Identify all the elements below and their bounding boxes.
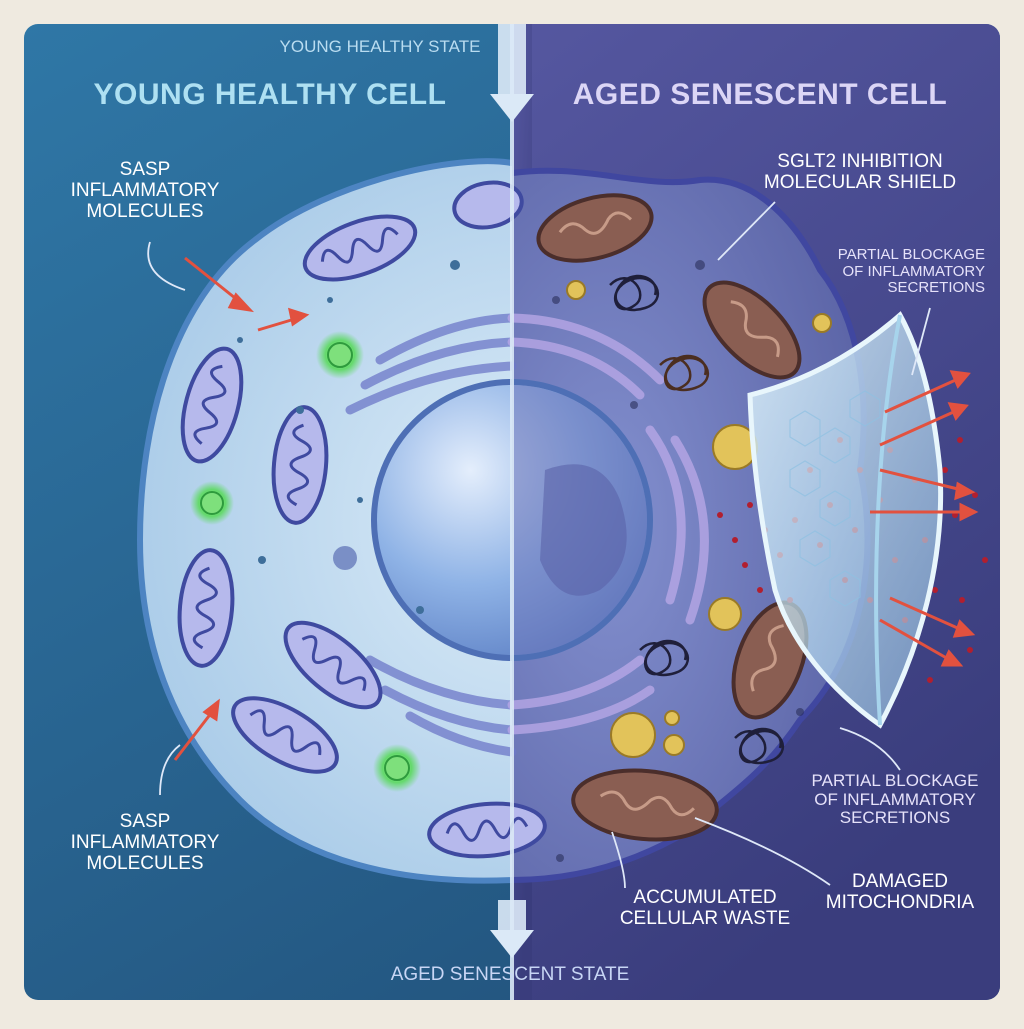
cellular-waste-callout: ACCUMULATED CELLULAR WASTE: [619, 887, 791, 929]
sasp-callout-bottom: SASP INFLAMMATORY MOLECULES: [70, 811, 220, 874]
cytoplasm-dots-left: [237, 260, 460, 614]
protein-aggregates: [609, 274, 784, 765]
damaged-mitochondria: [536, 193, 809, 842]
partial-blockage-callout-top: PARTIAL BLOCKAGE OF INFLAMMATORY SECRETI…: [837, 246, 985, 296]
sglt2-shield: [747, 311, 944, 729]
top-state-label: YOUNG HEALTHY STATE: [279, 37, 481, 56]
healthy-mitochondria: [177, 180, 547, 859]
golgi-left: [345, 313, 517, 757]
healthy-vesicles: [190, 331, 421, 792]
cytoplasm-dots-right: [552, 260, 804, 862]
sasp-callout-top: SASP INFLAMMATORY MOLECULES: [70, 159, 220, 222]
bottom-state-label: AGED SENESCENT STATE: [390, 964, 630, 985]
leader-lines: [147, 201, 931, 889]
er-right: [507, 313, 709, 735]
center-divider: [490, 24, 534, 1000]
right-title: AGED SENESCENT CELL: [572, 78, 948, 111]
sglt2-callout: SGLT2 INHIBITION MOLECULAR SHIELD: [763, 151, 957, 193]
damaged-mitochondria-callout: DAMAGED MITOCHONDRIA: [825, 871, 975, 913]
waste-granules: [566, 280, 832, 758]
partial-blockage-callout-bottom: PARTIAL BLOCKAGE OF INFLAMMATORY SECRETI…: [811, 771, 979, 828]
left-title: YOUNG HEALTHY CELL: [93, 78, 447, 111]
sasp-arrows: [173, 256, 979, 761]
